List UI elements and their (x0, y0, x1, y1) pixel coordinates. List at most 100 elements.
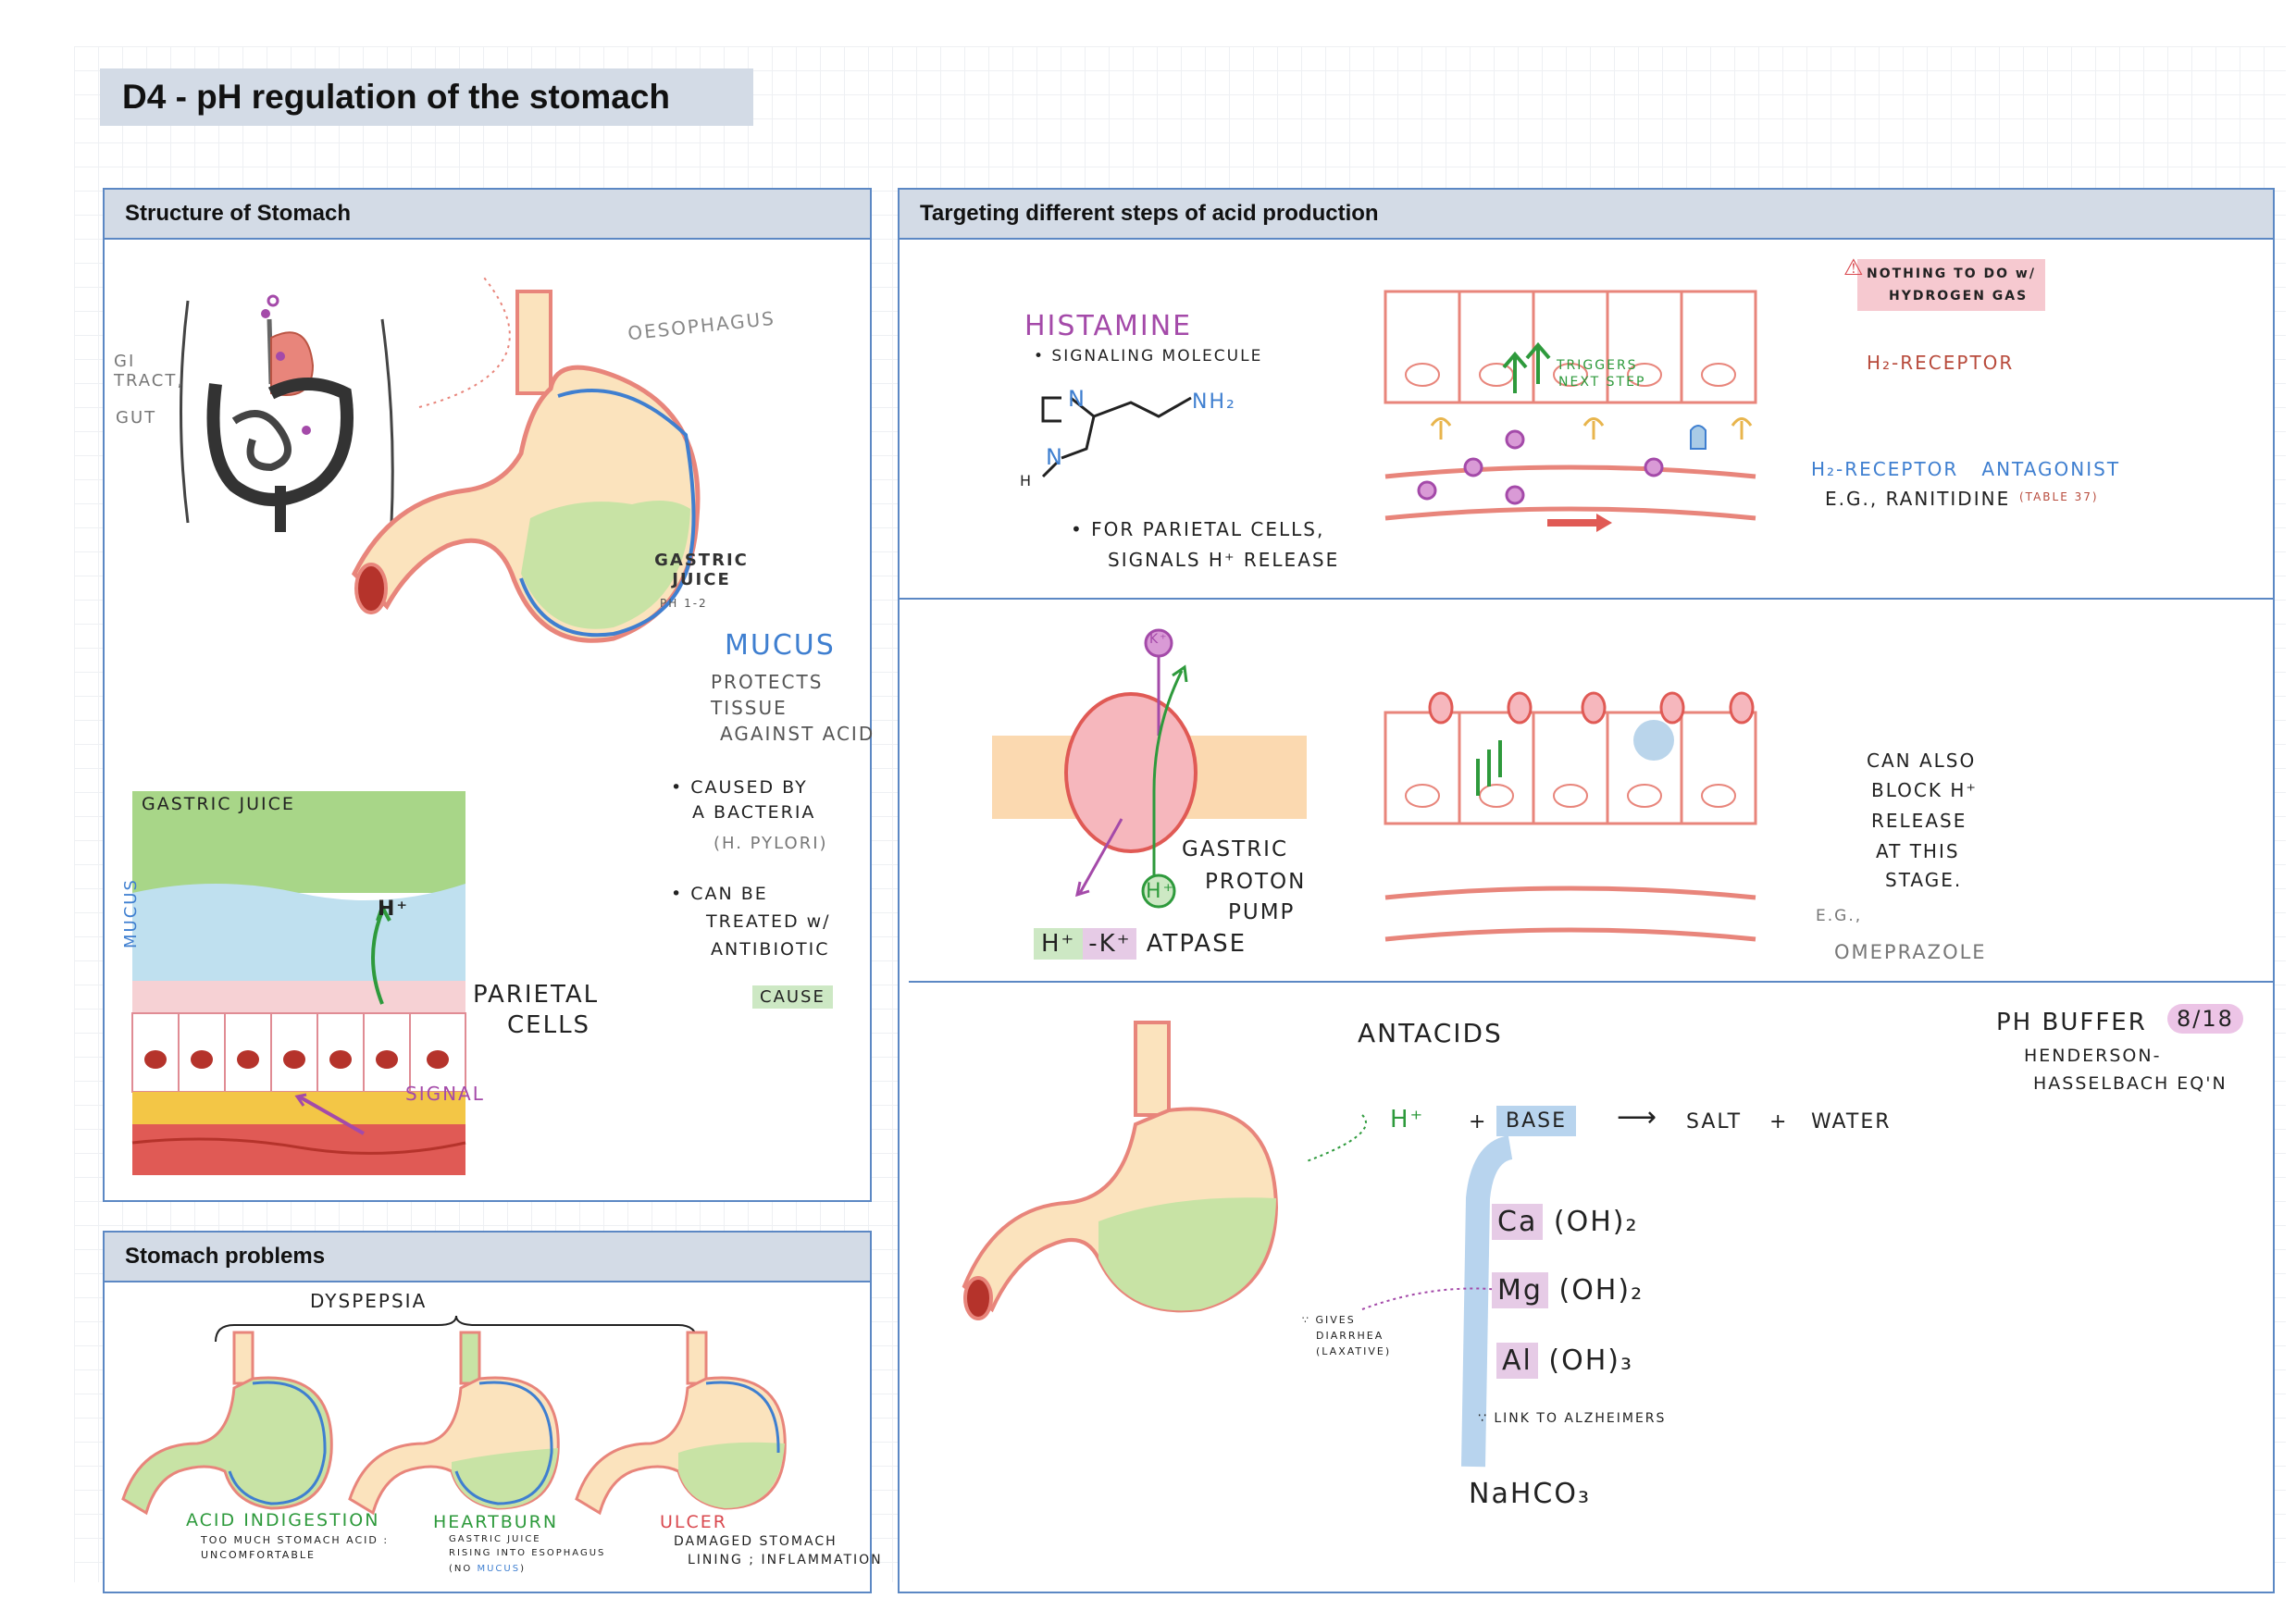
heartburn-note-mucus: MUCUS (477, 1564, 521, 1574)
cause-2-line-2: TREATED w/ (706, 911, 831, 932)
cause-1-line-3: (H. PYLORI) (714, 834, 828, 853)
structure-panel: Structure of Stomach GI TRACT, GUT OESOP… (103, 188, 875, 1202)
histamine-nh2: NH₂ (1192, 390, 1236, 414)
pump-h-plus-label: H⁺ (1146, 880, 1176, 903)
triggers-line-1: TRIGGERS (1557, 358, 1638, 373)
signal-label: SIGNAL (405, 1083, 485, 1105)
date-badge: 8/18 (2167, 1004, 2243, 1034)
heartburn-note-suffix: ) (520, 1564, 526, 1574)
diarrhea-line-1: ∵ GIVES (1302, 1314, 1356, 1326)
diarrhea-line-3: (LAXATIVE) (1316, 1345, 1392, 1357)
calcium-hydroxide: Ca (OH)₂ (1492, 1204, 1639, 1240)
mucosa-inset (131, 791, 466, 1175)
sodium-bicarbonate: NaHCO₃ (1469, 1478, 1591, 1510)
mucus-desc-3: AGAINST ACID (720, 723, 875, 745)
heartburn-stomach (348, 1331, 560, 1516)
al-formula: (OH)₃ (1548, 1344, 1634, 1377)
proton-pump-diagram (992, 628, 1307, 909)
h2-antagonist-label: H₂-RECEPTOR ANTAGONIST (1811, 458, 2120, 480)
h2-antagonist-a: H₂-RECEPTOR (1811, 458, 1959, 480)
acid-indigestion-stomach (121, 1331, 333, 1516)
ph-buffer-label: PH BUFFER (1996, 1009, 2147, 1036)
stomach-illustration (351, 277, 701, 643)
mg-symbol: Mg (1492, 1272, 1548, 1308)
warning-box: NOTHING TO DO w/ HYDROGEN GAS (1857, 259, 2045, 311)
warning-line-1: NOTHING TO DO w/ (1867, 266, 2036, 281)
heartburn-note-prefix: (NO (449, 1564, 473, 1574)
atpase-label: H⁺-K⁺ ATPASE (1034, 928, 1247, 960)
histamine-structure (1041, 396, 1192, 478)
k-plus-label: K⁺ (1149, 632, 1169, 647)
gut-label: GUT (116, 408, 157, 427)
histamine-n1: N (1068, 386, 1086, 412)
block-note-line-5: STAGE. (1885, 869, 1963, 891)
eq-base: BASE (1496, 1106, 1577, 1136)
problem-acid-indigestion-name: ACID INDIGESTION (186, 1510, 380, 1530)
cause-1-line-2: A BACTERIA (692, 802, 816, 823)
parietal-cells-diagram-1 (1384, 290, 1757, 532)
problem-ulcer-name: ULCER (660, 1512, 727, 1532)
atpase-k: -K⁺ (1083, 928, 1137, 960)
pump-line-3: PUMP (1228, 900, 1296, 924)
problems-panel-header: Stomach problems (105, 1233, 870, 1282)
dyspepsia-brace (215, 1315, 698, 1343)
eq-water: WATER (1811, 1110, 1892, 1134)
henderson-line-2: HASSELBACH EQ'N (2033, 1073, 2228, 1094)
block-note-line-1: CAN ALSO (1867, 750, 1977, 772)
parietal-cells-diagram-2 (1384, 691, 1757, 942)
problem-acid-indigestion-desc-2: UNCOMFORTABLE (201, 1549, 316, 1561)
gastric-juice-label: GASTRIC JUICE (654, 551, 749, 589)
eq-arrow: ⟶ (1617, 1101, 1659, 1134)
structure-panel-title: Structure of Stomach (125, 201, 352, 226)
ulcer-stomach (575, 1331, 787, 1516)
block-note-line-3: RELEASE (1871, 810, 1967, 832)
signaling-molecule-label: • SIGNALING MOLECULE (1034, 347, 1263, 365)
antacids-label: ANTACIDS (1358, 1018, 1503, 1048)
inset-h-plus: H⁺ (378, 898, 410, 921)
ranitidine-example: E.G., RANITIDINE (1825, 488, 2011, 510)
base-connector (1306, 1114, 1514, 1468)
diarrhea-line-2: DIARRHEA (1316, 1330, 1384, 1342)
atpase-h: H⁺ (1034, 928, 1084, 960)
atpase-word: ATPASE (1146, 930, 1247, 958)
cause-1-line-1: • CAUSED BY (671, 777, 808, 798)
h2-antagonist-b: ANTAGONIST (1981, 458, 2121, 480)
henderson-line-1: HENDERSON- (2024, 1046, 2162, 1066)
parietal-note-line-1: • FOR PARIETAL CELLS, (1071, 518, 1325, 540)
warning-icon: ⚠ (1843, 254, 1866, 280)
mucus-desc-2: TISSUE (711, 697, 788, 719)
eq-plus-2: + (1769, 1110, 1789, 1134)
histamine-label: HISTAMINE (1024, 310, 1193, 342)
aluminium-hydroxide: Al (OH)₃ (1496, 1343, 1634, 1379)
page-title-box: D4 - pH regulation of the stomach (100, 68, 753, 126)
eq-h-plus: H⁺ (1390, 1106, 1425, 1134)
omeprazole-label: OMEPRAZOLE (1834, 941, 1987, 963)
problem-heartburn-desc-1: GASTRIC JUICE (449, 1534, 541, 1544)
problem-heartburn-desc-2: RISING INTO ESOPHAGUS (449, 1548, 606, 1558)
targeting-panel-header: Targeting different steps of acid produc… (900, 190, 2273, 240)
divider-1 (900, 598, 2273, 600)
problem-heartburn-name: HEARTBURN (433, 1512, 559, 1532)
cause-tag: CAUSE (752, 985, 833, 1009)
ca-formula: (OH)₂ (1553, 1206, 1639, 1238)
page-title: D4 - pH regulation of the stomach (122, 78, 671, 116)
mucus-title: MUCUS (725, 629, 836, 662)
histamine-n2: N (1046, 444, 1064, 470)
warning-line-2: HYDROGEN GAS (1889, 289, 2029, 304)
dyspepsia-label: DYSPEPSIA (310, 1290, 428, 1312)
problem-ulcer-desc-1: DAMAGED STOMACH (674, 1534, 838, 1549)
pump-line-2: PROTON (1205, 870, 1307, 894)
problem-heartburn-note: (NO MUCUS) (449, 1564, 526, 1574)
targeting-panel-title: Targeting different steps of acid produc… (920, 201, 1379, 226)
gi-tract-illustration (180, 294, 394, 532)
inset-gastric-juice-label: GASTRIC JUICE (142, 794, 295, 814)
cause-2-line-3: ANTIBIOTIC (711, 939, 830, 960)
parietal-cells-line-1: PARIETAL (473, 981, 600, 1009)
h2-receptor-label: H₂-RECEPTOR (1867, 352, 2015, 374)
eq-salt: SALT (1686, 1110, 1743, 1134)
ca-symbol: Ca (1492, 1204, 1544, 1240)
structure-panel-header: Structure of Stomach (105, 190, 870, 240)
magnesium-hydroxide: Mg (OH)₂ (1492, 1272, 1644, 1308)
divider-2 (909, 981, 2273, 983)
pump-line-1: GASTRIC (1182, 837, 1289, 861)
